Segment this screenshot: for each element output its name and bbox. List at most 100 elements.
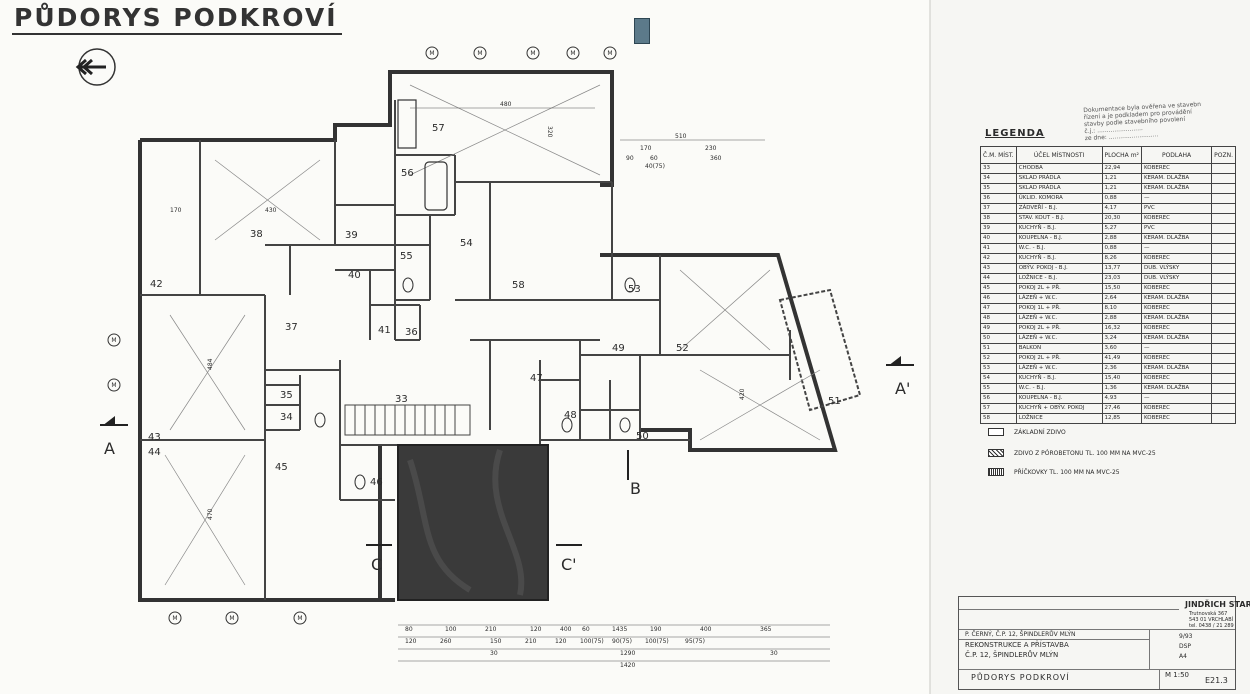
dimension-label: 484 <box>207 358 214 370</box>
section-label: C <box>371 555 382 574</box>
company-name: JINDŘICH STARÝ <box>1185 600 1250 609</box>
dimension-label: 210 <box>485 626 497 633</box>
legend-cell: LÁZEŇ + W.C. <box>1015 363 1103 374</box>
legend-cell: 1,21 <box>1101 183 1142 194</box>
dimension-label: 420 <box>739 388 746 400</box>
legend-cell: KOUPELNA - B.J. <box>1015 233 1103 244</box>
room-number: 42 <box>150 279 163 290</box>
legend-cell <box>1211 313 1236 324</box>
section-label: B <box>630 479 641 498</box>
legend-cell: — <box>1140 243 1213 254</box>
section-label: A <box>104 439 115 458</box>
dimension-label: 190 <box>650 626 662 633</box>
legend-header: PODLAHA <box>1140 146 1213 164</box>
legend-cell: 46 <box>980 293 1017 304</box>
dimension-label: 320 <box>546 126 553 138</box>
legend-cell: 27,46 <box>1101 403 1142 414</box>
room-numbers: 33 34 35 36 37 38 39 40 41 42 43 44 45 4… <box>148 123 841 488</box>
legend-cell: 3,24 <box>1101 333 1142 344</box>
legend-cell: 1,21 <box>1101 173 1142 184</box>
legend-cell: ÚKLID. KOMORA <box>1015 193 1103 204</box>
legend-cell: 13,77 <box>1101 263 1142 274</box>
drawing-date: 9/93 <box>1179 633 1193 640</box>
dimension-label: 510 <box>675 133 687 140</box>
legend-cell: KOBEREC <box>1140 283 1213 294</box>
room-number: 37 <box>285 322 298 333</box>
legend-cell: ZÁDVEŘÍ - B.J. <box>1015 203 1103 214</box>
axis-marks <box>107 46 617 625</box>
room-number: 51 <box>828 396 841 407</box>
legend-cell: POKOJ 2L + PŘ. <box>1015 353 1103 364</box>
legend-cell: 15,50 <box>1101 283 1142 294</box>
legend-cell: W.C. - B.J. <box>1015 383 1103 394</box>
axis-label: M <box>570 50 575 57</box>
stairs <box>344 404 471 436</box>
legend-cell: KOBEREC <box>1140 323 1213 334</box>
legend-cell: 34 <box>980 173 1017 184</box>
legend-header: PLOCHA m² <box>1101 146 1142 164</box>
legend-cell: 33 <box>980 163 1017 174</box>
legend-cell: KUCHYŇ - B.J. <box>1015 253 1103 264</box>
dimension-label: 480 <box>500 101 512 108</box>
roof-window-crosses <box>164 84 821 586</box>
axis-label: M <box>229 615 234 622</box>
room-number: 48 <box>564 410 577 421</box>
legend-cell: 47 <box>980 303 1017 314</box>
dimension-label: 60 <box>582 626 590 633</box>
legend-cell: 52 <box>980 353 1017 364</box>
room-number: 52 <box>676 343 689 354</box>
legend-cell: 39 <box>980 223 1017 234</box>
legend-cell: POKOJ 2L + PŘ. <box>1015 323 1103 334</box>
legend-cell <box>1211 283 1236 294</box>
legend-cell: 0,88 <box>1101 243 1142 254</box>
legend-cell: 43 <box>980 263 1017 274</box>
drawing-title: PŮDORYS PODKROVÍ <box>12 4 342 35</box>
dimension-label: 120 <box>555 638 567 645</box>
legend-cell: 49 <box>980 323 1017 334</box>
legend-cell: 2,88 <box>1101 233 1142 244</box>
company-phone: tel. 0438 / 21 289 <box>1189 623 1234 629</box>
legend-cell: 44 <box>980 273 1017 284</box>
dimension-label: 100(75) <box>645 638 669 645</box>
wall-plain-swatch <box>988 428 1004 436</box>
dimensions-bottom: 80 100 210 120 400 60 1435 190 400 365 1… <box>398 624 830 669</box>
room-number: 34 <box>280 412 293 423</box>
legend-cell: KERAM. DLAŽBA <box>1140 333 1213 344</box>
legend-cell <box>1211 183 1236 194</box>
company-address: Trutnovská 367 <box>1189 611 1228 617</box>
dimension-label: 470 <box>207 508 214 520</box>
legend-cell: — <box>1140 393 1213 404</box>
room-number: 41 <box>378 325 391 336</box>
legend-cell <box>1211 193 1236 204</box>
legend-cell: KOBEREC <box>1140 303 1213 314</box>
room-number: 50 <box>636 431 649 442</box>
dimension-label: 95(75) <box>685 638 705 645</box>
section-marks: A A' B C C' <box>100 355 914 574</box>
project-owner: P. ČERNÝ, Č.P. 12, ŠPINDLERŮV MLÝN <box>965 631 1076 638</box>
room-number: 54 <box>460 238 473 249</box>
legend-cell: 41,49 <box>1101 353 1142 364</box>
legend-cell <box>1211 263 1236 274</box>
legend-cell: KERAM. DLAŽBA <box>1140 233 1213 244</box>
room-number: 58 <box>512 280 525 291</box>
stairwell-void <box>397 444 549 601</box>
legend-cell: SKLAD PRÁDLA <box>1015 183 1103 194</box>
room-number: 47 <box>530 373 543 384</box>
dimensions-inner: 430 170 470 484 420 <box>170 207 746 520</box>
legend-cell: 15,40 <box>1101 373 1142 384</box>
key-item: ZÁKLADNÍ ZDIVO <box>988 428 1066 436</box>
legend-cell: DUB. VLÝSKY <box>1140 273 1213 284</box>
legend-cell: PVC <box>1140 223 1213 234</box>
legend-cell: 16,32 <box>1101 323 1142 334</box>
dimension-label: 365 <box>760 626 772 633</box>
